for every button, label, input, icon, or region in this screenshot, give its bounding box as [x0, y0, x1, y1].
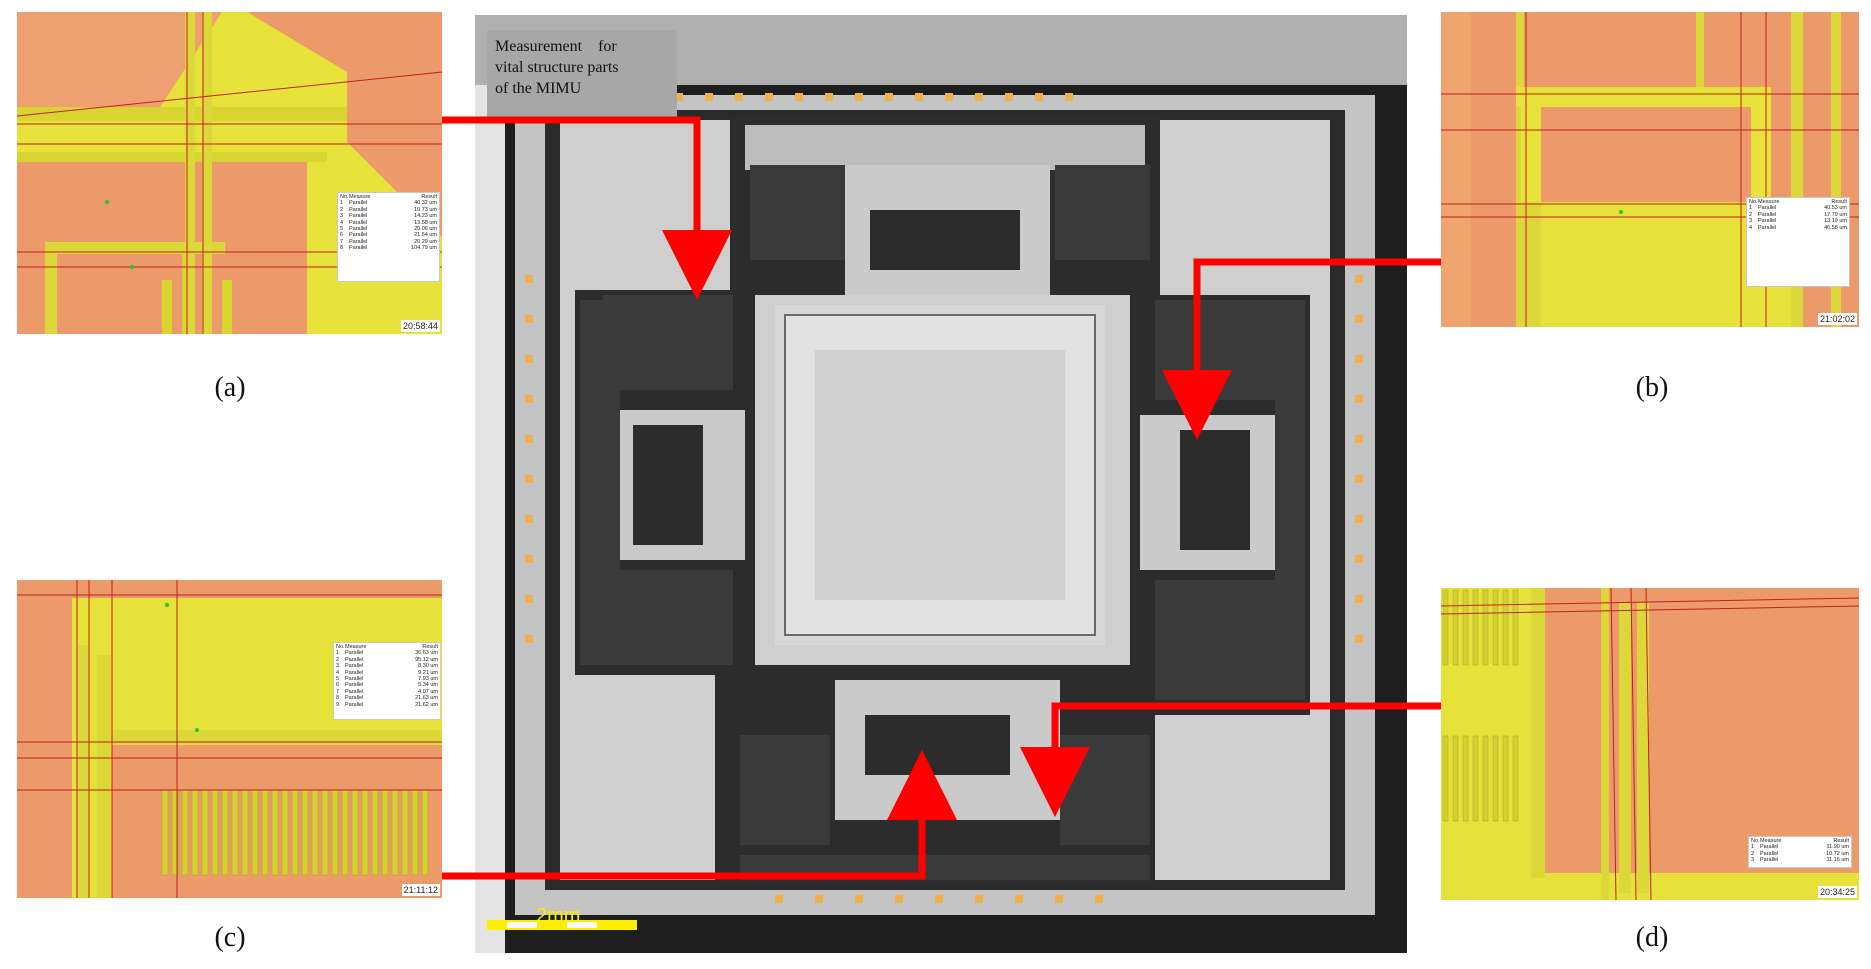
table-header: No. Measure Result [336, 644, 438, 650]
caption-d: (d) [1635, 922, 1669, 953]
comb-fingers-bottom [1442, 735, 1519, 822]
micrograph-a-image [17, 12, 442, 334]
arrow-d [1020, 702, 1441, 817]
timestamp-d: 20:34:25 [1817, 886, 1857, 898]
gold-pads [525, 93, 1363, 903]
scale-bar-label: 2mm [536, 905, 581, 927]
timestamp-c: 21:11:12 [401, 884, 440, 896]
table-header: No. Measure Result [1751, 838, 1849, 844]
mimu-chip-layout [475, 15, 1407, 953]
arrow-b [1162, 258, 1441, 440]
timestamp-a: 20:58:44 [400, 320, 440, 332]
micrograph-c-image [17, 580, 442, 898]
arrow-c [442, 750, 957, 880]
timestamp-b: 21:02:02 [1817, 313, 1857, 325]
chip-mosaic-image [475, 15, 1407, 953]
caption-a: (a) [214, 372, 246, 403]
caption-b: (b) [1635, 372, 1669, 403]
micrograph-d-image [1441, 588, 1859, 900]
measurement-annotation: Measurement for vital structure parts of… [487, 30, 677, 120]
table-header: No. Measure Result [340, 194, 437, 200]
arrow-a [442, 116, 732, 300]
comb-fingers-top [1442, 589, 1519, 666]
scale-bar [487, 920, 637, 930]
table-header: No. Measure Result [1749, 199, 1847, 205]
caption-c: (c) [214, 922, 246, 953]
